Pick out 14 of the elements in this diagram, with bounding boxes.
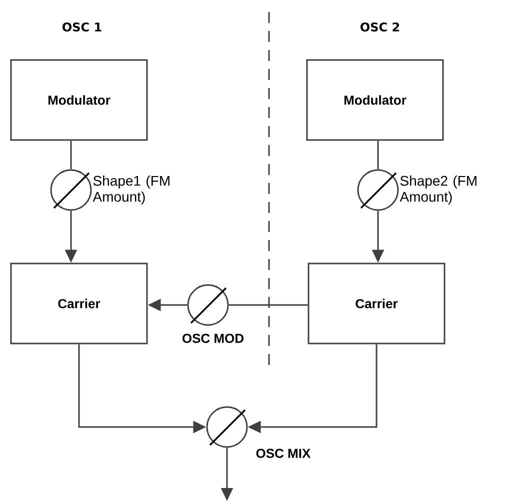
knob-label: Shape1 (FM Amount): [92, 175, 170, 205]
knob-symbol: [187, 284, 229, 326]
section-heading: OSC 2: [360, 22, 400, 32]
knob-symbol: [206, 406, 248, 448]
knob-symbol: [50, 169, 92, 211]
section-heading: OSC 1: [62, 22, 102, 32]
knob-label: Shape2 (FM Amount): [400, 175, 476, 205]
block-box: Carrier: [10, 262, 148, 344]
block-box: Modulator: [10, 59, 148, 141]
knob-symbol: [357, 169, 399, 211]
knob-label: OSC MOD: [182, 334, 244, 343]
block-box: Carrier: [308, 262, 446, 344]
knob-label: OSC MIX: [256, 448, 311, 458]
block-box: Modulator: [306, 59, 444, 141]
